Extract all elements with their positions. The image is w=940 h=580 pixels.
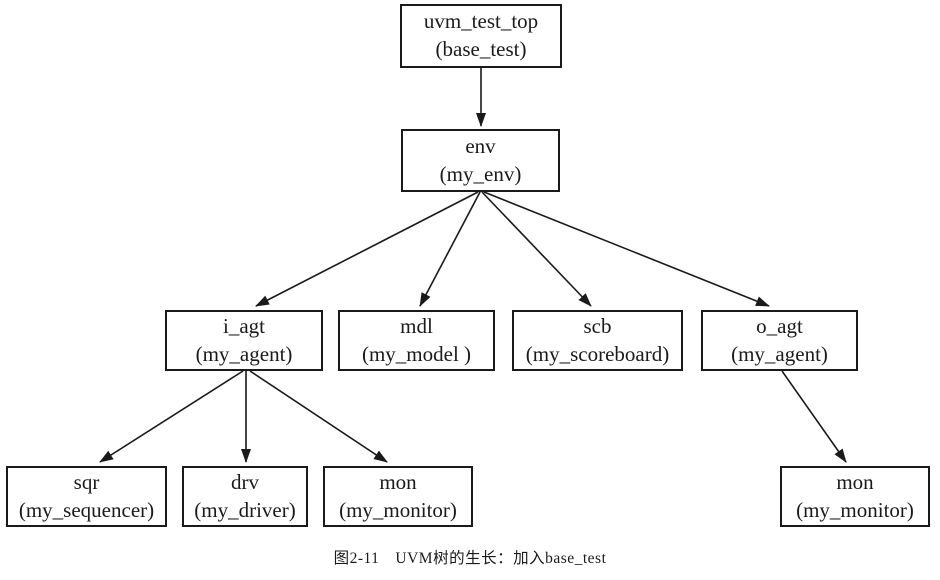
edge-env-iagt	[255, 191, 479, 307]
node-instance-label: mon	[836, 469, 874, 494]
node-mon-input: mon (my_monitor)	[323, 466, 473, 527]
node-class-label: (my_agent)	[195, 341, 293, 366]
node-class-label: (my_monitor)	[339, 497, 457, 522]
node-drv: drv (my_driver)	[182, 466, 308, 527]
node-o-agt: o_agt (my_agent)	[701, 310, 858, 371]
edge-env-oagt	[483, 191, 770, 307]
edge-oagt-mon	[781, 370, 847, 463]
figure-caption: 图2-11 UVM树的生长：加入base_test	[333, 550, 607, 567]
node-class-label: (my_monitor)	[796, 497, 914, 522]
node-scb: scb (my_scoreboard)	[512, 310, 683, 371]
edge-iagt-sqr	[99, 370, 244, 463]
node-class-label: (my_driver)	[194, 497, 296, 522]
edge-iagt-mon	[249, 370, 388, 463]
node-i-agt: i_agt (my_agent)	[165, 310, 323, 371]
node-class-label: (my_sequencer)	[18, 497, 155, 522]
node-instance-label: mon	[379, 469, 417, 494]
node-class-label: (my_env)	[439, 161, 522, 186]
node-instance-label: i_agt	[223, 313, 265, 338]
node-instance-label: drv	[231, 469, 259, 494]
edge-env-mdl	[419, 191, 481, 307]
node-instance-label: mdl	[400, 313, 433, 338]
node-mon-output: mon (my_monitor)	[780, 466, 930, 527]
node-env: env (my_env)	[401, 129, 560, 192]
node-instance-label: env	[465, 133, 496, 158]
node-class-label: (my_agent)	[731, 341, 828, 366]
node-uvm-test-top: uvm_test_top (base_test)	[400, 4, 562, 68]
node-class-label: (my_model )	[361, 341, 472, 366]
node-sqr: sqr (my_sequencer)	[6, 466, 167, 527]
node-instance-label: o_agt	[756, 313, 803, 338]
node-mdl: mdl (my_model )	[338, 310, 495, 371]
node-instance-label: sqr	[73, 469, 100, 494]
edge-env-scb	[481, 191, 592, 307]
node-class-label: (my_scoreboard)	[525, 341, 670, 366]
node-instance-label: uvm_test_top	[423, 9, 539, 34]
node-instance-label: scb	[583, 313, 612, 338]
node-class-label: (base_test)	[435, 37, 527, 61]
